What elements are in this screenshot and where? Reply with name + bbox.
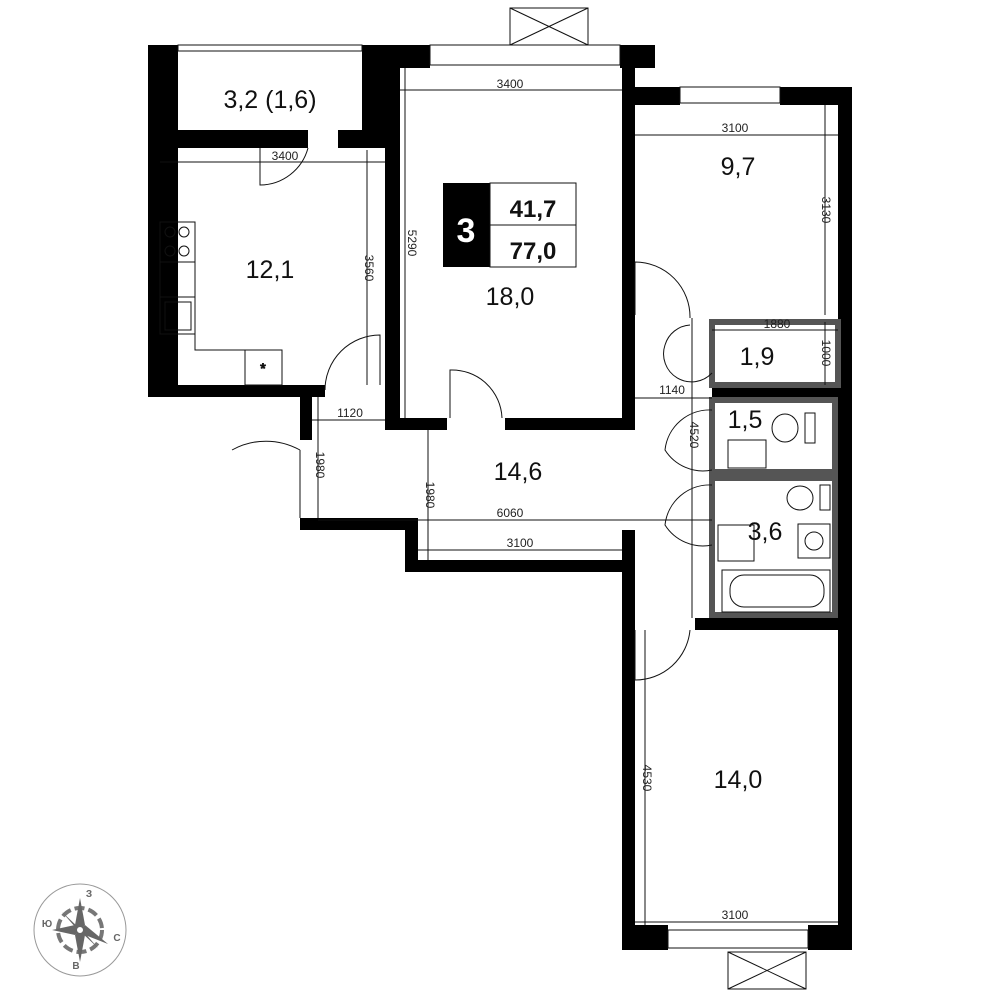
washing-machine-icon <box>797 523 831 559</box>
sink-icon <box>717 439 767 562</box>
compass-west: Ю <box>42 919 52 930</box>
toilet-icon <box>771 412 831 511</box>
ac-unit-top <box>509 7 589 46</box>
dim-kitchen-depth: 3560 <box>362 255 376 282</box>
dim-entry-depth: 1980 <box>313 452 327 479</box>
ac-unit-bottom <box>727 951 807 990</box>
compass-icon: З Ю С В <box>33 883 127 977</box>
dim-bedroom-small-depth: 3130 <box>819 197 833 224</box>
area-bedroom-small: 9,7 <box>721 153 756 181</box>
area-living: 18,0 <box>486 283 535 311</box>
area-wc: 1,5 <box>728 406 763 434</box>
dim-corridor-1140: 1140 <box>659 383 685 397</box>
room-count: 3 <box>457 212 476 250</box>
doors <box>231 147 713 681</box>
dim-hall-depth: 1980 <box>423 482 437 509</box>
dim-living-width: 3400 <box>497 77 524 91</box>
apartment-badge: 3 41,7 77,0 <box>443 182 577 268</box>
dim-bedroom-large-width: 3100 <box>722 908 749 922</box>
compass-north: З <box>86 889 92 900</box>
area-bedroom-large: 14,0 <box>714 766 763 794</box>
dimension-lines <box>160 68 838 925</box>
svg-text:*: * <box>260 360 266 376</box>
dim-living-depth: 5290 <box>405 230 419 257</box>
window <box>679 86 781 104</box>
ventilation-icon: * <box>244 349 283 386</box>
window <box>667 929 809 949</box>
area-hall: 14,6 <box>494 458 543 486</box>
dim-bedroom-small-width: 3100 <box>722 121 749 135</box>
living-area: 41,7 <box>510 196 557 223</box>
area-balcony: 3,2 (1,6) <box>223 86 316 114</box>
dim-hall-width: 3100 <box>507 536 534 550</box>
compass-east: С <box>113 933 120 944</box>
kitchen-counter <box>194 334 245 351</box>
dim-kitchen-width: 3400 <box>272 149 299 163</box>
bathroom-partitions <box>709 319 841 618</box>
dim-entry-width: 1120 <box>337 406 363 420</box>
total-area: 77,0 <box>510 238 557 265</box>
dim-hall-length: 6060 <box>497 506 524 520</box>
dim-corridor-4520: 4520 <box>687 422 701 449</box>
dim-closet-depth: 1000 <box>819 340 833 367</box>
dim-closet-width: 1880 <box>764 317 791 331</box>
area-closet: 1,9 <box>740 343 775 371</box>
area-bathroom: 3,6 <box>748 518 783 546</box>
window <box>177 44 363 52</box>
kitchen-sink-icon <box>159 296 196 335</box>
window <box>429 44 621 66</box>
dim-bedroom-large-depth: 4530 <box>640 765 654 792</box>
bathtub-icon <box>721 569 831 613</box>
compass-south: В <box>72 961 79 972</box>
area-kitchen: 12,1 <box>246 256 295 284</box>
